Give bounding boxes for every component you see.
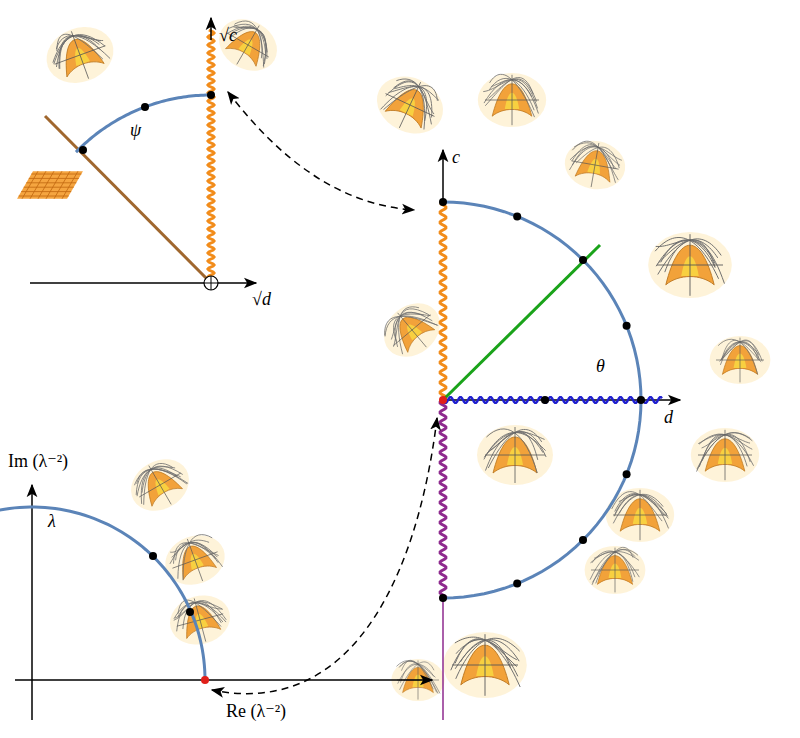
axis-label: c (452, 148, 460, 168)
arc (76, 95, 211, 152)
axis-label: Re (λ⁻²) (226, 702, 286, 722)
point (207, 91, 215, 99)
point (623, 470, 631, 478)
surface-thumbnail (585, 546, 646, 594)
grid-icon (17, 171, 83, 199)
axis (442, 150, 444, 205)
point (513, 212, 521, 220)
point (149, 552, 157, 560)
point (579, 536, 587, 544)
origin-marker (204, 276, 218, 290)
point (439, 396, 447, 404)
point (439, 594, 447, 602)
point (439, 198, 447, 206)
surface-thumbnail (443, 632, 527, 698)
arc (443, 202, 641, 598)
axis (442, 600, 444, 720)
surface-thumbnail (39, 18, 122, 92)
surface-thumbnail (648, 232, 732, 298)
surface-thumbnail (477, 425, 553, 485)
point (637, 396, 645, 404)
ray (45, 116, 211, 283)
surface-thumbnail (122, 449, 199, 521)
branch-cut (440, 203, 446, 400)
ray (443, 245, 600, 400)
point (186, 608, 194, 616)
surface-thumbnail (210, 9, 287, 81)
point (513, 580, 521, 588)
axis-label: θ (596, 357, 605, 377)
surface-thumbnail (158, 527, 232, 593)
mapping-arrow (212, 418, 437, 694)
arc (0, 507, 205, 680)
point (201, 676, 209, 684)
point (623, 322, 631, 330)
axis (30, 282, 256, 284)
point (541, 396, 549, 404)
branch-cut (443, 397, 662, 403)
axis-label: λ (48, 512, 56, 532)
axis-label: Im (λ⁻²) (8, 452, 68, 472)
branch-cut (440, 400, 446, 600)
axis-label: √c (219, 26, 237, 46)
axis-label: d (664, 408, 673, 428)
surface-thumbnail (368, 66, 453, 144)
axis (210, 18, 212, 40)
surface-thumbnail (710, 336, 771, 384)
point (79, 146, 87, 154)
axis-label: ψ (130, 121, 141, 141)
surface-thumbnail (478, 73, 546, 127)
axis (31, 485, 33, 720)
point (579, 256, 587, 264)
point (141, 103, 149, 111)
axis (15, 679, 432, 681)
surface-thumbnail (561, 136, 629, 194)
mapping-arrow (228, 92, 414, 210)
branch-cut (208, 30, 214, 283)
axis-label: √d (252, 290, 271, 310)
surface-thumbnail (691, 428, 759, 482)
origin-marker (211, 276, 212, 290)
